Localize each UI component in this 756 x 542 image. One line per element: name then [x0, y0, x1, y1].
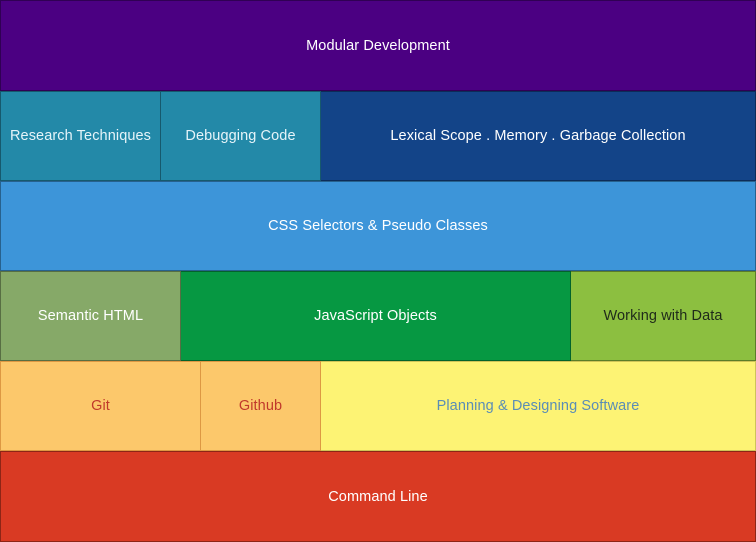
- row-css-selectors: CSS Selectors & Pseudo Classes: [0, 181, 756, 271]
- row-git-github-planning: Git Github Planning & Designing Software: [0, 361, 756, 451]
- block-label: Git: [91, 398, 110, 414]
- block-label: Modular Development: [306, 37, 450, 54]
- row-command-line: Command Line: [0, 451, 756, 542]
- block-label: Working with Data: [603, 308, 723, 324]
- block-github: Github: [201, 361, 321, 451]
- block-research-techniques: Research Techniques: [0, 91, 161, 181]
- row-modular-development: Modular Development: [0, 0, 756, 91]
- block-semantic-html: Semantic HTML: [0, 271, 181, 361]
- block-label: Planning & Designing Software: [436, 398, 640, 414]
- block-label: CSS Selectors & Pseudo Classes: [268, 218, 488, 234]
- block-label: Github: [238, 398, 283, 414]
- row-html-js-data: Semantic HTML JavaScript Objects Working…: [0, 271, 756, 361]
- block-planning-designing: Planning & Designing Software: [321, 361, 756, 451]
- block-command-line: Command Line: [0, 451, 756, 542]
- block-javascript-objects: JavaScript Objects: [181, 271, 571, 361]
- block-lexical-scope: Lexical Scope . Memory . Garbage Collect…: [321, 91, 756, 181]
- block-working-with-data: Working with Data: [571, 271, 756, 361]
- block-git: Git: [0, 361, 201, 451]
- block-label: Lexical Scope . Memory . Garbage Collect…: [390, 128, 686, 144]
- block-css-selectors: CSS Selectors & Pseudo Classes: [0, 181, 756, 271]
- block-label: Semantic HTML: [37, 308, 144, 324]
- block-debugging-code: Debugging Code: [161, 91, 321, 181]
- block-label: Research Techniques: [9, 128, 152, 144]
- block-label: Command Line: [328, 488, 428, 505]
- block-label: JavaScript Objects: [314, 308, 437, 324]
- block-modular-development: Modular Development: [0, 0, 756, 91]
- block-label: Debugging Code: [185, 128, 296, 144]
- row-research-debug-lexical: Research Techniques Debugging Code Lexic…: [0, 91, 756, 181]
